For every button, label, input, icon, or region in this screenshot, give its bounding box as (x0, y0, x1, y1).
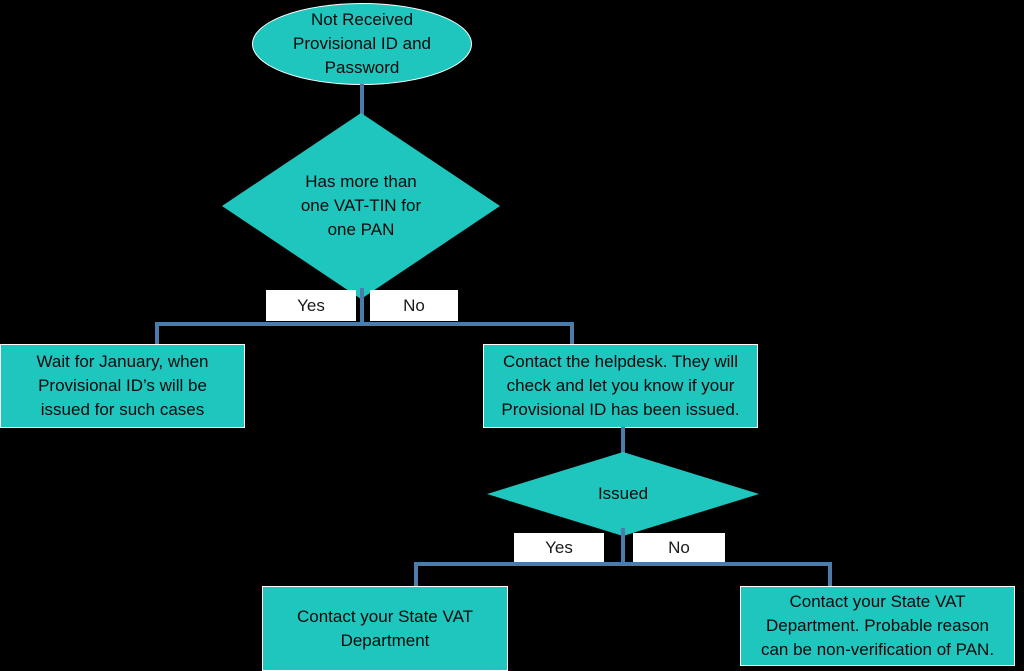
edge-label-issued-no: No (633, 533, 725, 562)
edge-label-issued-no-text: No (668, 538, 690, 557)
edge-label-vat-tin-yes: Yes (266, 290, 356, 321)
edge-label-vat-tin-no-text: No (403, 296, 425, 315)
edge-label-vat-tin-yes-text: Yes (297, 296, 325, 315)
node-decision-issued[interactable]: Issued (487, 452, 759, 536)
edge-label-issued-yes-text: Yes (545, 538, 573, 557)
node-contact-state-vat-department-label: Contact your State VAT Department (296, 606, 474, 650)
node-contact-helpdesk-label: Contact the helpdesk. They will check an… (501, 352, 740, 419)
node-start-not-received-provisional-id[interactable]: Not Received Provisional ID and Password (252, 3, 472, 85)
connector-issued-no-drop (828, 562, 832, 587)
connector-decision-vat-tin-stem (360, 288, 364, 326)
node-contact-state-vat-department[interactable]: Contact your State VAT Department (262, 586, 508, 671)
edge-label-vat-tin-no: No (370, 290, 458, 321)
connector-decision-issued-stem (621, 528, 625, 566)
connector-helpdesk-to-decision-issued (621, 427, 625, 455)
connector-vat-tin-no-drop (570, 322, 574, 346)
node-contact-state-vat-department-pan-label: Contact your State VAT Department. Proba… (760, 592, 995, 659)
node-contact-helpdesk[interactable]: Contact the helpdesk. They will check an… (483, 344, 758, 428)
decision-shape (222, 113, 500, 299)
edge-label-issued-yes: Yes (514, 533, 604, 562)
connector-issued-yes-drop (414, 562, 418, 587)
connector-vat-tin-split-bar (155, 322, 574, 326)
node-wait-for-january-label: Wait for January, when Provisional ID’s … (36, 352, 209, 419)
node-decision-has-more-than-one-vat-tin[interactable]: Has more than one VAT-TIN for one PAN (222, 113, 500, 299)
node-wait-for-january[interactable]: Wait for January, when Provisional ID’s … (0, 344, 245, 428)
node-contact-state-vat-department-pan[interactable]: Contact your State VAT Department. Proba… (740, 586, 1015, 666)
connector-issued-split-bar (414, 562, 832, 566)
connector-start-to-decision-vat-tin (360, 84, 364, 115)
node-start-label: Not Received Provisional ID and Password (293, 10, 431, 77)
decision-shape (487, 452, 759, 536)
connector-vat-tin-yes-drop (155, 322, 159, 346)
